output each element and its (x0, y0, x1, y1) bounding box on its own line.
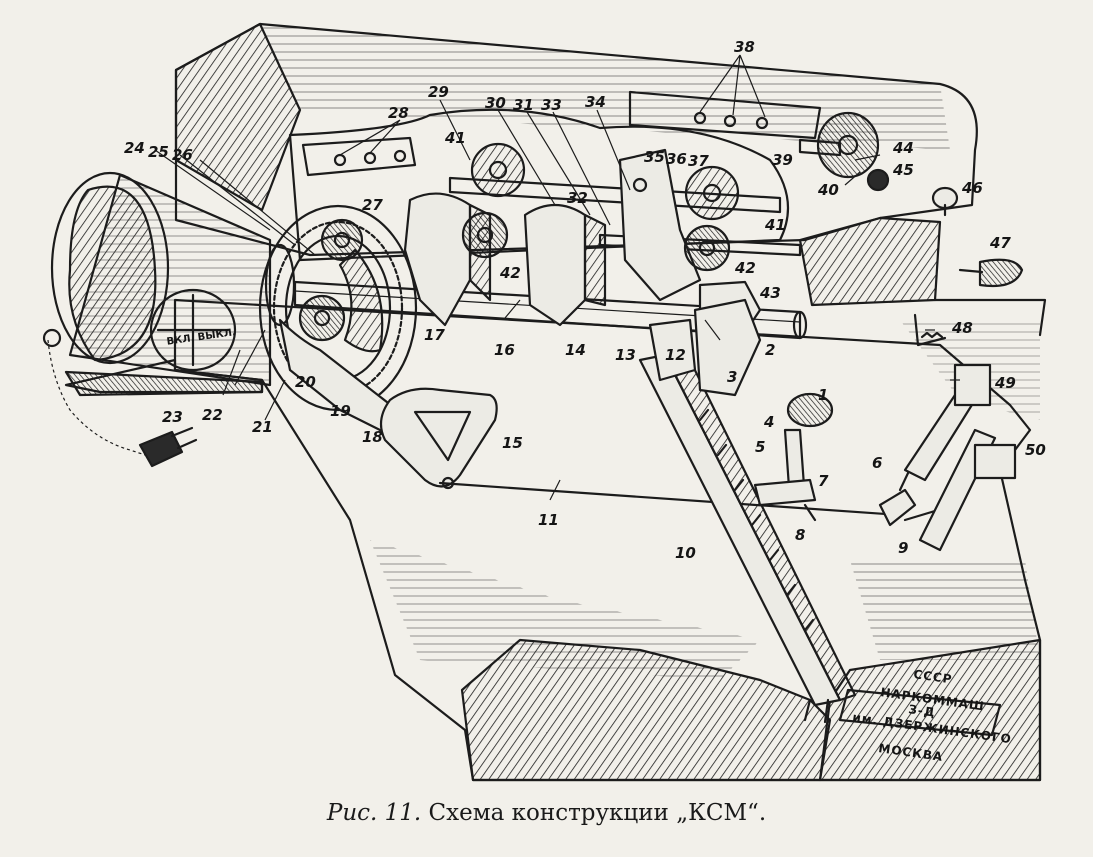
lower-linkage (379, 313, 1017, 552)
part-label-2: 2 (765, 341, 775, 359)
part-label-37: 37 (688, 152, 709, 170)
part-label-3: 3 (727, 368, 737, 386)
right-knobs (931, 186, 1024, 288)
part-label-40: 40 (817, 181, 839, 199)
screw-plates (301, 90, 822, 177)
figure-number: Рис. 11. (326, 800, 422, 826)
power-switch-icon (149, 288, 237, 372)
power-plug-icon (138, 430, 184, 468)
part-label-46: 46 (961, 179, 983, 197)
part-label-50: 50 (1025, 441, 1046, 459)
part-label-33: 33 (541, 96, 562, 114)
part-label-45: 45 (892, 161, 914, 179)
part-label-49: 49 (994, 374, 1016, 392)
part-label-41a: 41 (444, 129, 466, 147)
part-label-25: 25 (148, 143, 169, 161)
part-label-6: 6 (872, 454, 882, 472)
part-label-43: 43 (759, 284, 781, 302)
part-label-38: 38 (734, 38, 755, 56)
part-label-21: 21 (252, 418, 273, 436)
part-label-8: 8 (795, 526, 805, 544)
part-label-14: 14 (565, 341, 586, 359)
part-label-23: 23 (162, 408, 183, 426)
machine-housing (64, 22, 1047, 782)
part-label-15: 15 (502, 434, 523, 452)
part-label-32: 32 (567, 189, 588, 207)
rack-slide (638, 298, 857, 724)
part-label-48: 48 (951, 319, 973, 337)
lever-mechanism (403, 111, 890, 342)
part-label-19: 19 (330, 402, 351, 420)
part-label-41b: 41 (764, 216, 786, 234)
part-label-1: 1 (818, 386, 828, 404)
part-label-13: 13 (615, 346, 636, 364)
plate-line-3: З-Д (908, 702, 937, 720)
part-label-9: 9 (898, 539, 908, 557)
part-label-5: 5 (755, 438, 765, 456)
part-label-4: 4 (763, 413, 774, 431)
part-label-44: 44 (892, 139, 914, 157)
part-label-18: 18 (362, 428, 383, 446)
part-label-12: 12 (665, 346, 686, 364)
figure-title: Схема конструкции „КСМ“. (428, 800, 767, 826)
part-label-29: 29 (428, 83, 449, 101)
part-label-34: 34 (585, 93, 606, 111)
part-label-36: 36 (666, 150, 687, 168)
part-label-30: 30 (485, 94, 506, 112)
part-label-10: 10 (675, 544, 696, 562)
part-label-22: 22 (202, 406, 223, 424)
part-label-16: 16 (494, 341, 515, 359)
part-label-42b: 42 (734, 259, 756, 277)
drum-unit: ВКЛ. ВЫКЛ. (42, 171, 296, 468)
part-label-11: 11 (538, 511, 559, 529)
part-label-20: 20 (295, 373, 316, 391)
part-numbers: 1 2 3 4 5 6 7 8 9 10 11 12 13 14 15 16 1… (124, 38, 1046, 562)
part-label-39: 39 (772, 151, 793, 169)
part-label-24: 24 (124, 139, 145, 157)
part-label-35: 35 (644, 148, 665, 166)
part-label-31: 31 (513, 96, 534, 114)
page-bleed-bottom (0, 836, 1093, 857)
part-label-27: 27 (362, 196, 383, 214)
plate-line-1: СССР (913, 667, 954, 686)
part-label-42a: 42 (499, 264, 521, 282)
part-label-47: 47 (989, 234, 1011, 252)
leader-lines (154, 54, 960, 501)
figure-caption: Рис. 11. Схема конструкции „КСМ“. (0, 800, 1093, 826)
part-label-28: 28 (388, 104, 409, 122)
part-label-17: 17 (424, 326, 445, 344)
handle-47-icon (978, 258, 1024, 288)
ring-gear (258, 204, 418, 442)
part-label-7: 7 (818, 472, 829, 490)
part-label-26: 26 (172, 146, 193, 164)
